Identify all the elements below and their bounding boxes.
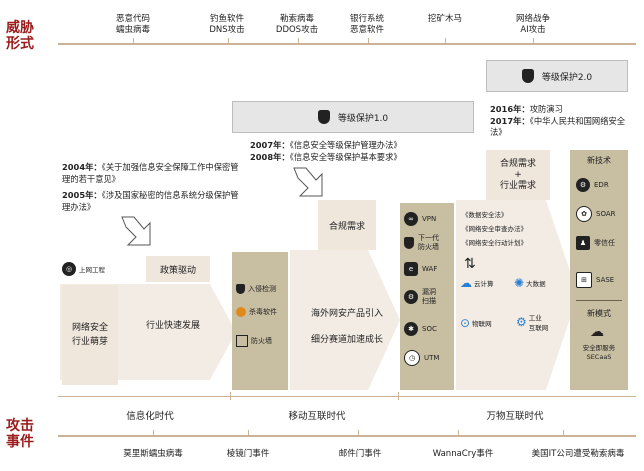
kuaisu-block: 行业快速发展 — [145, 321, 200, 331]
threat-label: 威胁 形式 — [6, 20, 34, 52]
policy-2005: 2005年：《涉及国家秘密的信息系统分级保护管理办法》 — [62, 190, 239, 212]
sase-icon: ⊞ — [576, 272, 592, 288]
soc-icon: ✱ — [404, 322, 418, 336]
era-label: 信息化时代 — [126, 411, 174, 422]
mengya-block: 网络安全 行业萌芽 — [62, 285, 118, 385]
dengbao2-banner: 等级保护2.0 — [486, 60, 628, 92]
hegui-block: 合规需求 — [318, 200, 376, 250]
product-item: 防火墙 — [236, 335, 272, 347]
tech-item: ⊙物联网 — [460, 316, 492, 330]
threat-item: 银行系统恶意软件 — [349, 14, 384, 35]
down-arrow-icon — [293, 167, 323, 197]
product-item: 入侵检测 — [236, 284, 276, 294]
era-divider — [58, 396, 636, 397]
attack-item: 棱镜门事件 — [226, 449, 270, 459]
fenzhi-block: 细分赛道加速成长 — [310, 335, 383, 345]
tech-item: ✺大数据 — [514, 276, 546, 290]
clock-icon: ◷ — [404, 350, 420, 366]
hegui2-block: 合规需求 + 行业需求 — [486, 150, 550, 200]
dengbao1-policies: 2007年：《信息安全等级保护管理办法》 2008年：《信息安全等级保护基本要求… — [250, 140, 402, 162]
attack-timeline — [58, 430, 636, 437]
shield-icon — [317, 110, 330, 124]
shield-icon — [236, 284, 245, 294]
newtech-item: ⊞SASE — [576, 272, 614, 288]
cloud-icon: ☁ — [460, 276, 472, 290]
zero-trust-icon: ♟ — [576, 236, 590, 250]
newtech-item: ♟零信任 — [576, 236, 615, 250]
product-item: ⚙漏洞 扫描 — [404, 288, 436, 306]
newtech-item: ⚙EDR — [576, 178, 609, 192]
era2-arrow — [290, 250, 400, 390]
edr-icon: ⚙ — [576, 178, 590, 192]
threat-item: 挖矿木马 — [427, 14, 462, 24]
attack-item: 邮件门事件 — [338, 449, 382, 459]
updown-arrows-icon: ⇅ — [464, 256, 476, 272]
shield-icon — [521, 69, 534, 83]
yinru-block: 海外网安产品引入 — [310, 309, 383, 319]
newmode-title: 新模式 — [587, 309, 611, 318]
attack-item: 莫里斯蠕虫病毒 — [123, 449, 183, 459]
soar-icon: ✿ — [576, 206, 592, 222]
attack-item: 美国IT公司遭受勒索病毒 — [531, 449, 625, 459]
divider — [576, 300, 622, 301]
cloud-service-icon: ☁ — [590, 324, 604, 340]
tech-item: ☁云计算 — [460, 276, 494, 290]
shangwang-block: ◎ 上网工程 — [62, 260, 124, 278]
product-item: 下一代 防火墙 — [404, 234, 439, 252]
dengbao2-policies: 2016年：攻防演习 2017年：《中华人民共和国网络安全法》 — [490, 104, 626, 137]
zhengce-block: 政策驱动 — [146, 256, 210, 282]
vpn-icon: ∞ — [404, 212, 418, 226]
product-item: ∞VPN — [404, 212, 436, 226]
newtech-title: 新技术 — [587, 156, 611, 165]
industry-icon: ⚙ — [516, 315, 527, 329]
policy-2004: 2004年：《关于加强信息安全保障工作中保密管理的若干意见》 — [62, 162, 239, 184]
virus-icon — [236, 307, 246, 317]
bigdata-icon: ✺ — [514, 276, 525, 290]
attack-item: WannaCry事件 — [432, 449, 494, 459]
era3-arrow — [456, 200, 578, 390]
threat-timeline — [58, 38, 636, 45]
firewall-icon — [236, 335, 248, 347]
newtech-item: ✿SOAR — [576, 206, 615, 222]
dengbao1-banner: 等级保护1.0 — [232, 101, 474, 133]
product-item: ◷UTM — [404, 350, 439, 366]
product-item: ✱SOC — [404, 322, 437, 336]
secaas-block: 安全即服务 SECaaS — [582, 344, 616, 361]
laws-list: 《数据安全法》 《网络安全审查办法》 《网络安全行动计划》 — [462, 211, 527, 247]
waf-icon: e — [404, 262, 418, 276]
era-label: 万物互联时代 — [486, 411, 544, 422]
threat-item: 恶意代码蠕虫病毒 — [115, 14, 150, 35]
tech-item: ⚙工业 互联网 — [516, 314, 549, 332]
shield-icon — [404, 237, 414, 249]
globe-icon: ◎ — [62, 262, 76, 276]
era-label: 移动互联时代 — [288, 411, 346, 422]
scan-icon: ⚙ — [404, 290, 418, 304]
products1-panel — [232, 252, 288, 390]
iot-icon: ⊙ — [460, 316, 471, 330]
attack-label: 攻击 事件 — [6, 418, 34, 450]
down-arrow-icon — [121, 216, 151, 246]
product-item: 杀毒软件 — [236, 307, 277, 317]
